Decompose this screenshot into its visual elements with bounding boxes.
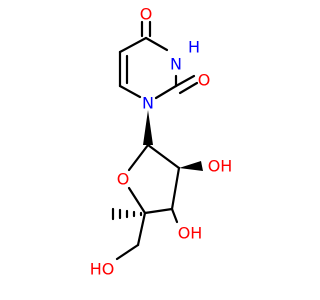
atom-ho-c5p: HO [90, 260, 115, 279]
bond-c4-c5 [118, 36, 148, 54]
atom-oh-c2p: OH [208, 157, 233, 176]
bond-c4p-o [127, 186, 147, 215]
bond-c3p-c4p [143, 207, 174, 215]
atom-n1: N [142, 94, 154, 113]
bond-c2-o-b [178, 81, 199, 95]
atom-oh-c3p: OH [178, 224, 203, 243]
atom-o-ring: O [117, 170, 130, 189]
bond-c1p-c2p [146, 143, 181, 170]
bond-c2-n1 [154, 84, 178, 100]
atom-h-n3: H [188, 38, 200, 57]
bond-c4-n3 [144, 36, 169, 52]
bond-c3p-oh [170, 207, 179, 224]
bond-o-c1p [127, 143, 150, 172]
molecule-structure: O H N O N O OH OH HO [90, 5, 233, 279]
bond-c5p-o [115, 243, 140, 261]
bond-c4p-c5p [136, 211, 147, 247]
bond-c2p-c3p [170, 166, 181, 211]
bond-c2-o-a [174, 74, 196, 88]
bond-n1-c1p-wedge [143, 110, 153, 145]
bond-c6-n1 [118, 84, 142, 99]
bond-c4p-methyl-hash [111, 207, 143, 221]
atom-o-c2: O [198, 71, 211, 90]
bond-c2p-oh-wedge [179, 161, 203, 171]
atom-o-c4: O [140, 5, 153, 24]
atom-n3: N [170, 55, 182, 74]
